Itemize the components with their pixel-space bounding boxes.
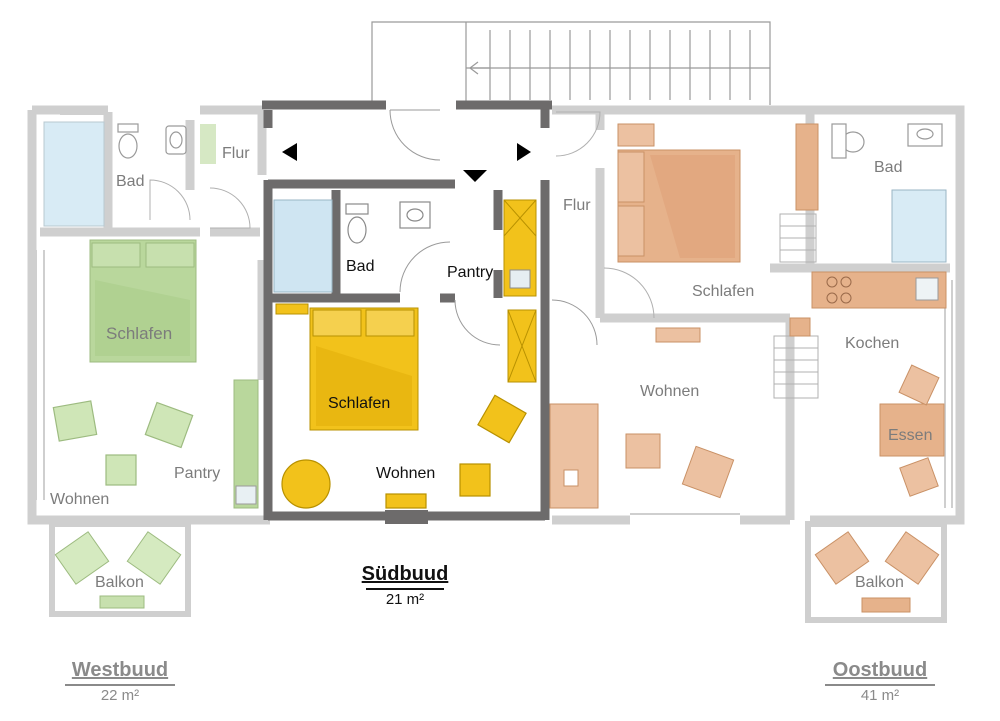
east-kitchen-counter — [811, 271, 947, 309]
south-window-center — [385, 510, 428, 524]
south-label-bad: Bad — [346, 258, 374, 275]
west-pantry-unit — [233, 379, 259, 509]
south-label-schlafen: Schlafen — [328, 395, 390, 412]
west-flur-door — [209, 187, 251, 229]
east-title: Oostbuud — [832, 659, 928, 681]
south-area: 21 m² — [366, 588, 444, 608]
south-furniture — [281, 394, 527, 509]
south-pantry-kitchenette — [503, 199, 537, 383]
south-title: Südbuud — [361, 563, 449, 585]
west-bath-door — [149, 179, 191, 221]
west-balcony — [49, 521, 191, 617]
west-flur-green-accent — [200, 124, 216, 164]
east-shower — [891, 189, 947, 263]
south-toilet-sink — [345, 201, 431, 244]
south-bed — [275, 303, 419, 431]
east-label-flur: Flur — [563, 197, 591, 214]
east-bedroom-door — [603, 267, 655, 319]
east-entry-door — [555, 111, 601, 157]
east-label-essen: Essen — [888, 427, 932, 444]
east-label-balkon: Balkon — [855, 574, 904, 591]
west-walls — [27, 105, 270, 525]
east-inner-stairs — [773, 317, 819, 399]
west-label-flur: Flur — [222, 145, 250, 162]
east-label-wohnen: Wohnen — [640, 383, 699, 400]
west-label-bad: Bad — [116, 173, 144, 190]
east-wardrobe — [795, 123, 819, 211]
east-dining — [879, 364, 945, 497]
entry-arrows — [282, 143, 531, 182]
east-label-bad: Bad — [874, 159, 902, 176]
east-area: 41 m² — [825, 684, 935, 704]
south-entry-door — [389, 109, 441, 161]
staircase — [371, 21, 771, 105]
south-bath-door — [399, 241, 451, 293]
east-window-lines — [630, 280, 953, 515]
east-living-furniture — [549, 327, 735, 509]
west-bed — [89, 239, 197, 363]
west-area: 22 m² — [65, 684, 175, 704]
south-pantry-door — [454, 299, 501, 346]
west-label-schlafen: Schlafen — [106, 324, 172, 343]
west-toilet — [117, 123, 187, 159]
south-title-block: Südbuud 21 m² — [340, 563, 470, 608]
east-label-schlafen: Schlafen — [692, 283, 754, 300]
west-bathtub — [43, 121, 105, 227]
east-shelf — [779, 213, 817, 263]
west-title-block: Westbuud 22 m² — [55, 659, 185, 704]
east-toilet-sink — [831, 123, 943, 159]
west-title: Westbuud — [71, 659, 169, 681]
south-living-door — [551, 299, 598, 346]
east-label-kochen: Kochen — [845, 335, 899, 352]
west-label-pantry: Pantry — [174, 465, 220, 482]
south-walls — [262, 100, 552, 521]
south-label-wohnen: Wohnen — [376, 465, 435, 482]
east-balcony — [805, 521, 947, 623]
east-title-block: Oostbuud 41 m² — [815, 659, 945, 704]
west-windows — [35, 113, 106, 500]
west-armchairs — [52, 400, 194, 486]
west-label-balkon: Balkon — [95, 574, 144, 591]
south-label-pantry: Pantry — [447, 264, 493, 281]
east-bed — [617, 123, 741, 263]
south-bathtub — [273, 199, 333, 293]
west-label-wohnen: Wohnen — [50, 491, 109, 508]
